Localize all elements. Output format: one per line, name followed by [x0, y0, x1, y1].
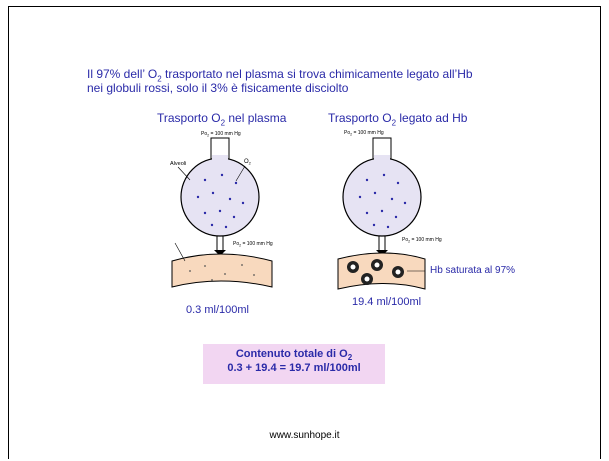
intro-text: Il 97% dell’ O2 trasportato nel plasma s…: [87, 67, 557, 95]
alveolus: [343, 158, 421, 236]
po2-bottom-label: Po2 = 100 mm Hg: [233, 241, 273, 248]
left-value: 0.3 ml/100ml: [186, 304, 249, 316]
intro-line-2: nei globuli rossi, solo il 3% è fisicame…: [87, 81, 557, 95]
right-value: 19.4 ml/100ml: [352, 296, 421, 308]
summary-line-1: Contenuto totale di O2: [203, 347, 385, 361]
footer-url: www.sunhope.it: [0, 430, 609, 441]
summary-line-2: 0.3 + 19.4 = 19.7 ml/100ml: [203, 361, 385, 375]
right-panel-title: Trasporto O2 legato ad Hb: [328, 111, 467, 125]
po2-top-label: Po2 = 100 mm Hg: [201, 131, 241, 138]
alveolus: [181, 158, 259, 236]
o2-label: O2: [244, 159, 252, 166]
left-panel-title: Trasporto O2 nel plasma: [157, 111, 286, 125]
po2-top-label: Po2 = 100 mm Hg: [344, 130, 384, 137]
intro-line-1: Il 97% dell’ O2 trasportato nel plasma s…: [87, 67, 557, 81]
po2-bottom-label: Po2 = 100 mm Hg: [402, 237, 442, 244]
capillary: [172, 254, 272, 287]
summary-box: Contenuto totale di O2 0.3 + 19.4 = 19.7…: [203, 344, 385, 384]
hb-saturation-label: Hb saturata al 97%: [430, 265, 515, 276]
alveoli-label: Alveoli: [170, 161, 186, 167]
left-diagram: Po2 = 100 mm Hg Alveoli O2 Po2 = 100 mm …: [150, 125, 300, 325]
right-diagram: Po2 = 100 mm Hg Po2 = 100 mm Hg: [325, 125, 495, 325]
